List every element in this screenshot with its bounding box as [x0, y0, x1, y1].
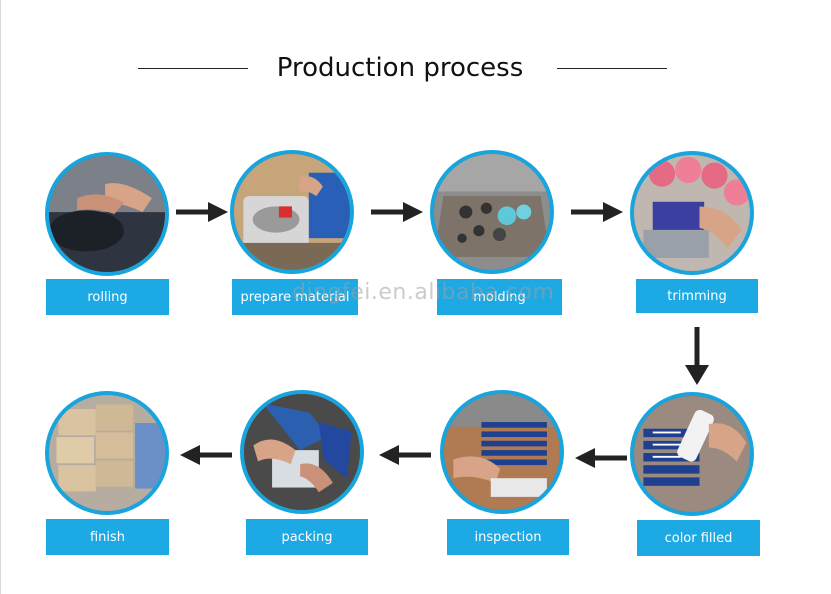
arrow-right-1-icon [176, 202, 228, 222]
arrow-left-1-icon [575, 448, 627, 468]
step-label-molding: molding [437, 279, 562, 315]
arrow-left-3-icon [180, 445, 232, 465]
arrow-right-2-icon [371, 202, 423, 222]
arrow-down-icon [685, 327, 709, 385]
title-area: Production process [0, 46, 831, 90]
title-rule-left [138, 68, 248, 69]
title-rule-right [557, 68, 667, 69]
step-label-color-filled: color filled [637, 520, 760, 556]
step-label-prepare-material: prepare material [232, 279, 358, 315]
step-label-finish: finish [46, 519, 169, 555]
left-border [0, 0, 1, 594]
step-finish-photo [45, 391, 169, 515]
step-label-trimming: trimming [636, 279, 758, 313]
page-title: Production process [276, 53, 524, 83]
step-trimming-photo [630, 151, 754, 275]
step-color-filled-photo [630, 392, 754, 516]
step-rolling-photo [45, 152, 169, 276]
step-prepare-material-photo [230, 150, 354, 274]
arrow-left-2-icon [379, 445, 431, 465]
step-label-inspection: inspection [447, 519, 569, 555]
step-molding-photo [430, 150, 554, 274]
step-label-rolling: rolling [46, 279, 169, 315]
step-packing-photo [240, 390, 364, 514]
arrow-right-3-icon [571, 202, 623, 222]
watermark-text: dingfei.en.alibaba.com [292, 280, 555, 305]
step-label-packing: packing [246, 519, 368, 555]
step-inspection-photo [440, 390, 564, 514]
